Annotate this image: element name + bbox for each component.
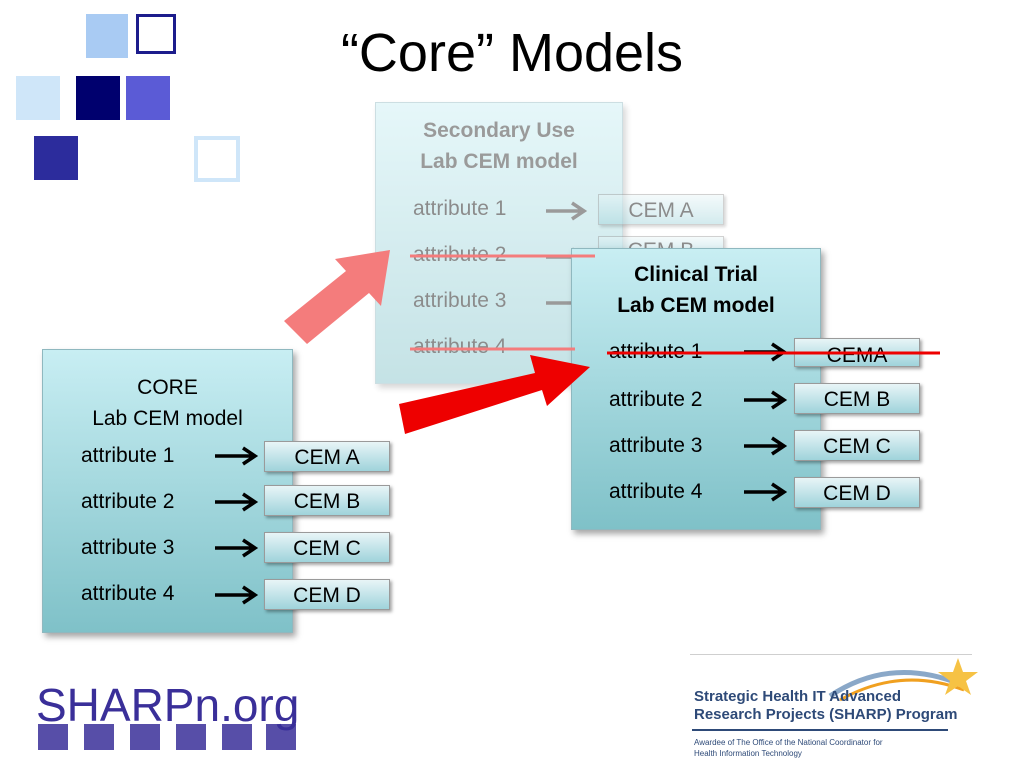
model-title: Clinical Trial Lab CEM model — [572, 259, 820, 321]
pink-arrow — [284, 250, 390, 344]
sharpn-logo: SHARPn.org — [36, 679, 300, 731]
award-line1: Awardee of The Office of the National Co… — [694, 738, 883, 747]
cem-box: CEM D — [264, 579, 390, 610]
deco-square-outline — [136, 14, 176, 54]
attribute-label: attribute 3 — [81, 536, 175, 559]
right-arrow-icon — [215, 585, 259, 605]
program-underline — [692, 729, 948, 731]
model-title-line1: CORE — [137, 376, 198, 399]
deco-square — [126, 76, 170, 120]
deco-square — [76, 76, 120, 120]
model-title: Secondary Use Lab CEM model — [376, 115, 622, 177]
attribute-label: attribute 1 — [81, 444, 175, 467]
model-title-line2: Lab CEM model — [92, 407, 243, 430]
cem-box: CEM C — [264, 532, 390, 563]
award-text: Awardee of The Office of the National Co… — [694, 737, 883, 759]
deco-square — [86, 14, 128, 58]
right-arrow-icon — [215, 538, 259, 558]
attribute-label: attribute 3 — [413, 289, 507, 312]
footer-divider — [690, 654, 972, 655]
star-swoosh-logo — [828, 658, 978, 702]
model-title-line1: Clinical Trial — [634, 263, 758, 286]
right-arrow-icon — [744, 482, 788, 502]
program-line2: Research Projects (SHARP) Program — [694, 706, 958, 723]
award-line2: Health Information Technology — [694, 749, 802, 758]
clinical-trial-model: Clinical Trial Lab CEM model attribute 1… — [571, 248, 821, 530]
red-arrow — [399, 355, 590, 434]
model-title: CORE Lab CEM model — [43, 372, 292, 434]
attribute-label: attribute 4 — [413, 335, 507, 358]
program-name: Strategic Health IT Advanced Research Pr… — [694, 688, 957, 724]
right-arrow-icon — [744, 390, 788, 410]
right-arrow-icon — [744, 436, 788, 456]
model-title-line1: Secondary Use — [423, 119, 575, 142]
cem-box: CEM A — [598, 194, 724, 225]
deco-square — [16, 76, 60, 120]
attribute-label: attribute 4 — [609, 480, 703, 503]
cem-box: CEM B — [794, 383, 920, 414]
model-title-line2: Lab CEM model — [420, 150, 578, 173]
right-arrow-icon — [215, 492, 259, 512]
sharpn-logo-grid — [38, 724, 296, 750]
right-arrow-icon — [215, 446, 259, 466]
model-title-line2: Lab CEM model — [617, 294, 775, 317]
attribute-label: attribute 4 — [81, 582, 175, 605]
attribute-label: attribute 2 — [609, 388, 703, 411]
cem-box: CEM A — [264, 441, 390, 472]
program-line1: Strategic Health IT Advanced — [694, 688, 901, 705]
right-arrow-icon — [546, 201, 588, 221]
core-model: CORE Lab CEM model attribute 1 attribute… — [42, 349, 293, 633]
cem-box: CEM C — [794, 430, 920, 461]
cem-box: CEM D — [794, 477, 920, 508]
attribute-label: attribute 2 — [81, 490, 175, 513]
page-title: “Core” Models — [340, 23, 684, 83]
attribute-label: attribute 3 — [609, 434, 703, 457]
attribute-label: attribute 1 — [413, 197, 507, 220]
cem-box: CEM B — [264, 485, 390, 516]
deco-square — [34, 136, 78, 180]
deco-square-outline — [194, 136, 240, 182]
